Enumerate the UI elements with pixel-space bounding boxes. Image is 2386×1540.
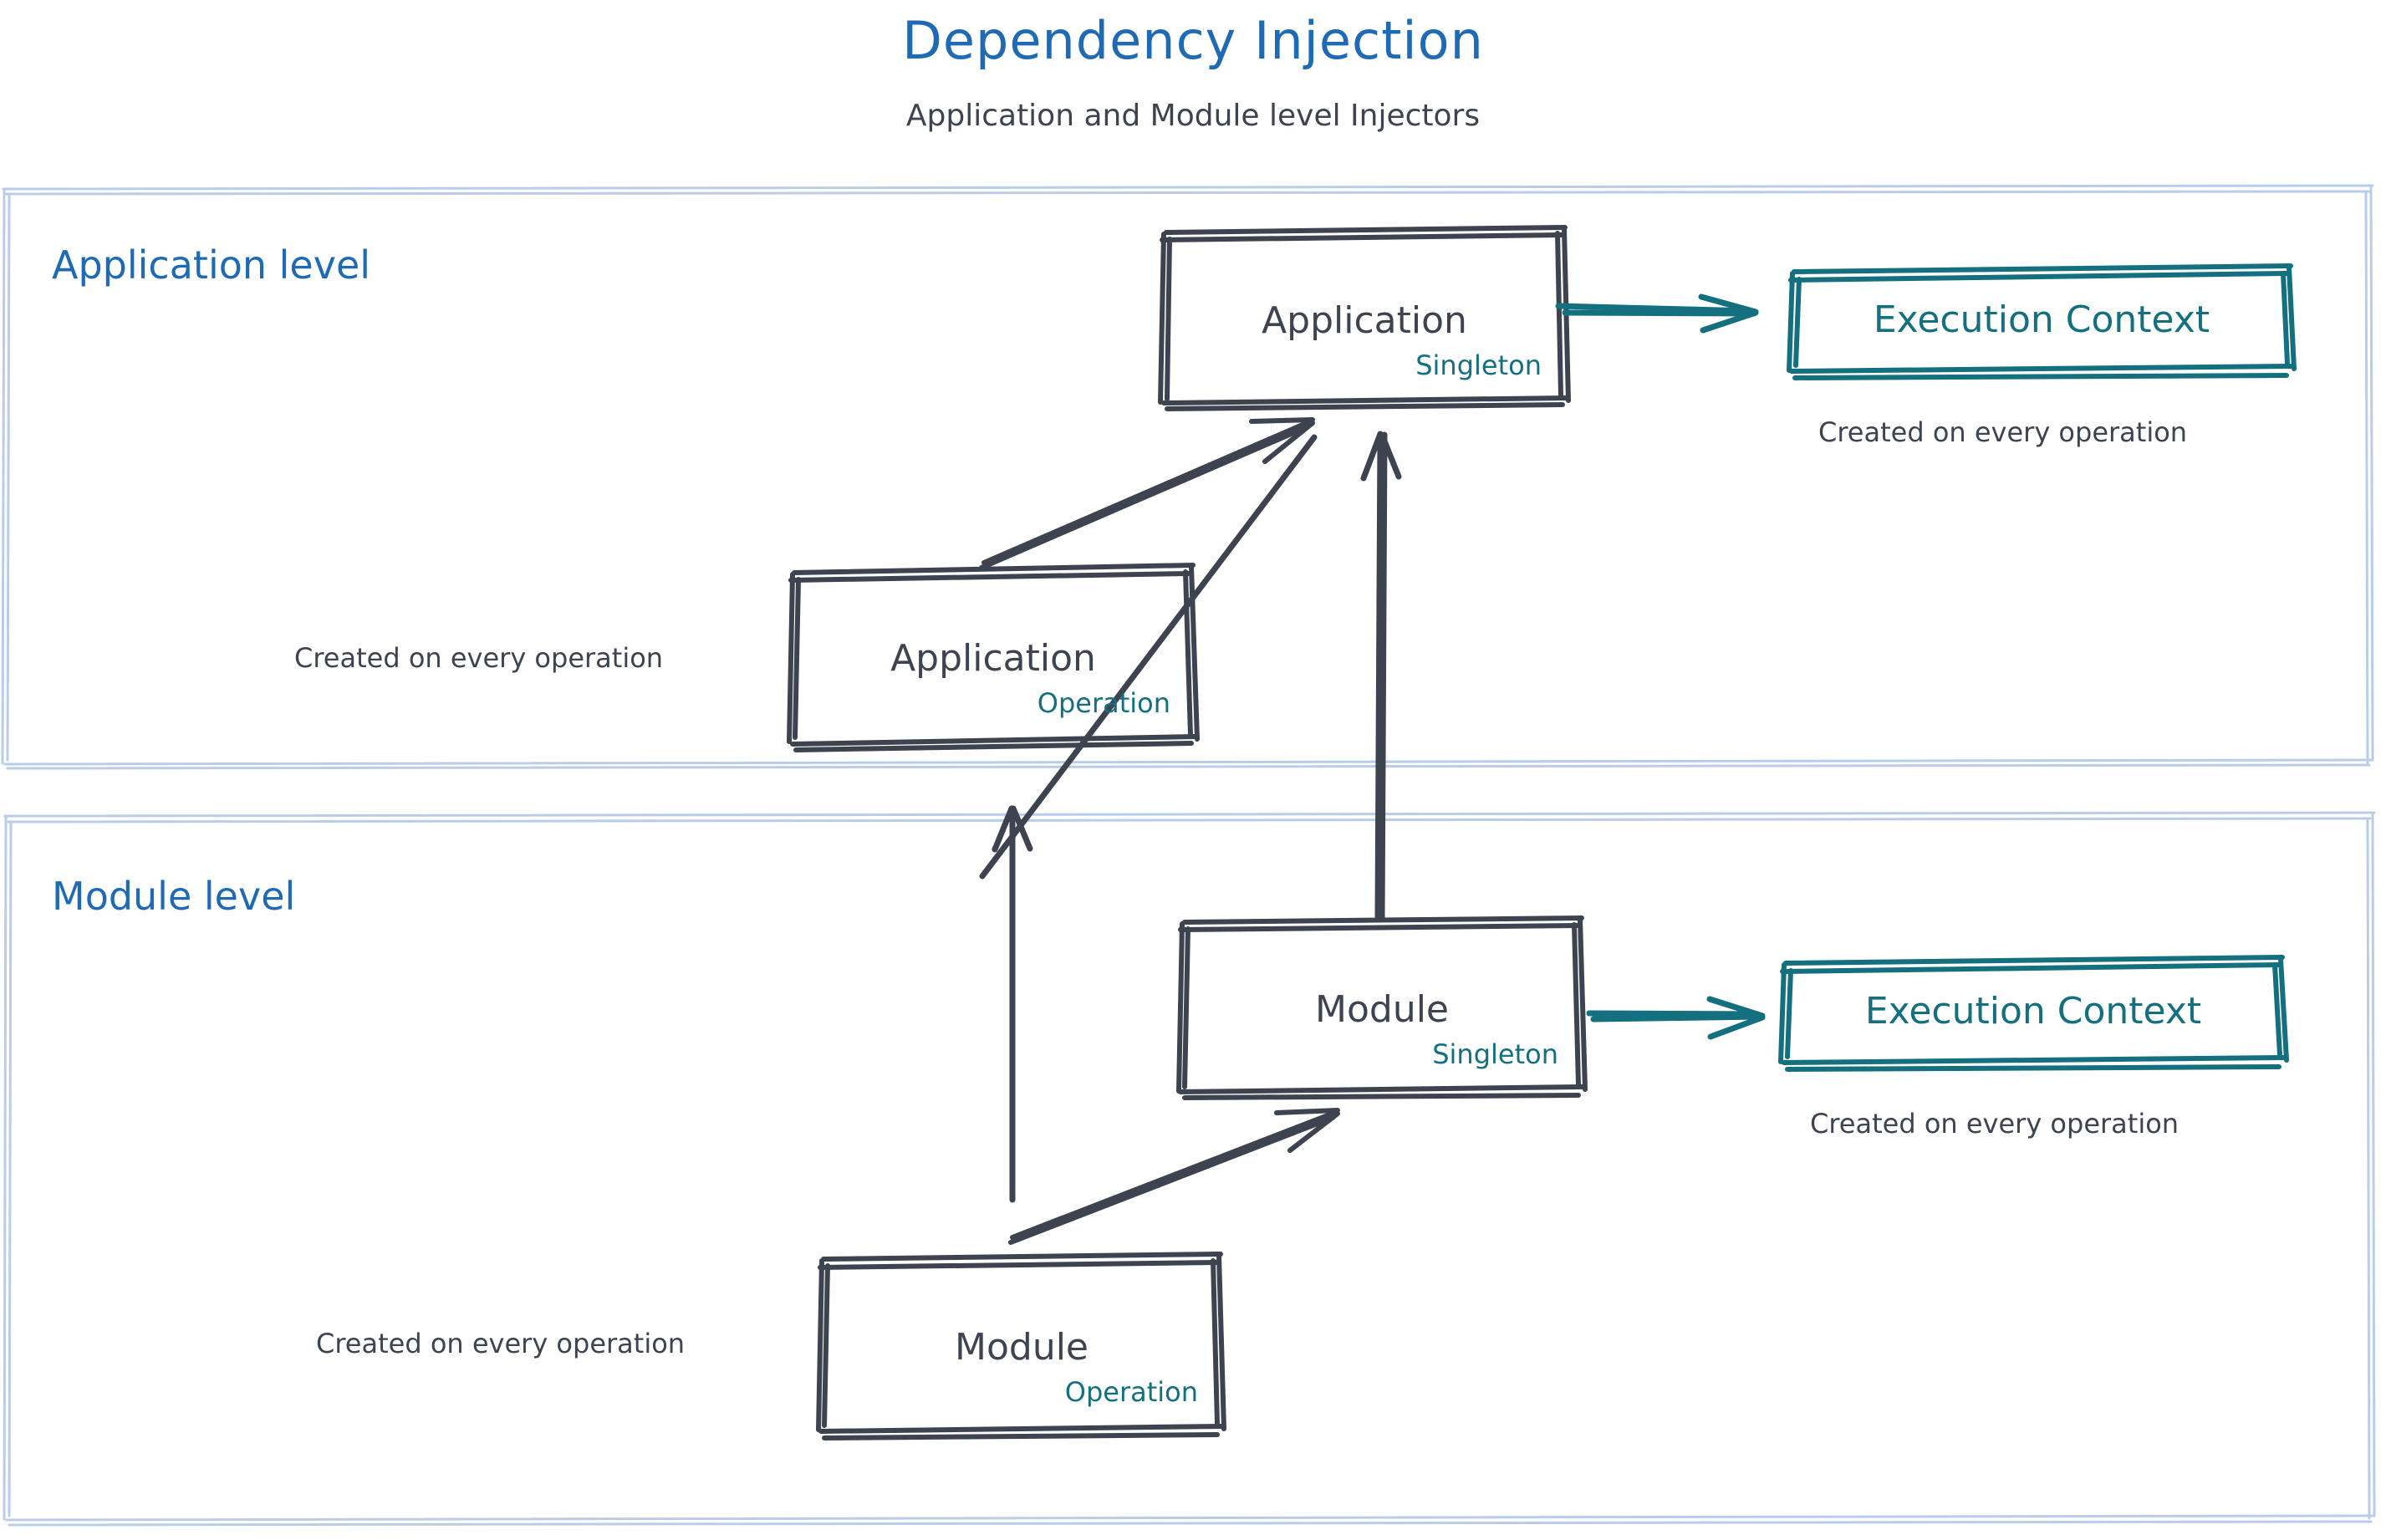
node-module-operation[interactable]: Module Operation — [822, 1259, 1221, 1430]
node-module-singleton-name: Module — [1315, 988, 1449, 1031]
node-application-singleton-name: Application — [1262, 299, 1467, 342]
page-subtitle: Application and Module level Injectors — [905, 99, 1481, 133]
arrow-module-operation-to-module-singleton — [1008, 1108, 1340, 1245]
node-module-singleton-scope: Singleton — [1432, 1038, 1558, 1070]
group-label-module-level: Module level — [52, 874, 296, 919]
node-application-operation-name: Application — [890, 637, 1096, 680]
node-application-operation-scope: Operation — [1037, 687, 1170, 719]
arrow-module-singleton-to-execution-context — [1586, 996, 1766, 1040]
arrow-module-operation-to-app-operation — [992, 805, 1033, 1203]
node-module-singleton[interactable]: Module Singleton — [1182, 921, 1582, 1092]
caption-application-operation: Created on every operation — [294, 642, 664, 674]
node-execution-context-module-name: Execution Context — [1864, 990, 2202, 1033]
node-execution-context-app[interactable]: Execution Context — [1792, 272, 2292, 372]
node-module-operation-scope: Operation — [1064, 1376, 1198, 1408]
caption-module-operation: Created on every operation — [316, 1328, 686, 1359]
caption-execution-context-app: Created on every operation — [1818, 416, 2188, 448]
node-module-operation-name: Module — [955, 1326, 1088, 1369]
node-execution-context-module[interactable]: Execution Context — [1783, 963, 2283, 1063]
group-label-application-level: Application level — [52, 242, 371, 288]
page-title: Dependency Injection — [902, 10, 1484, 71]
node-execution-context-app-name: Execution Context — [1873, 298, 2210, 341]
arrow-module-singleton-to-app-singleton — [1360, 431, 1402, 922]
caption-execution-context-module: Created on every operation — [1810, 1108, 2180, 1140]
node-application-singleton[interactable]: Application Singleton — [1164, 232, 1565, 403]
node-application-operation[interactable]: Application Operation — [793, 570, 1194, 741]
arrow-app-operation-to-app-singleton-shaft — [979, 417, 1315, 570]
arrow-app-singleton-to-execution-context — [1555, 293, 1759, 334]
node-application-singleton-scope: Singleton — [1415, 349, 1542, 381]
